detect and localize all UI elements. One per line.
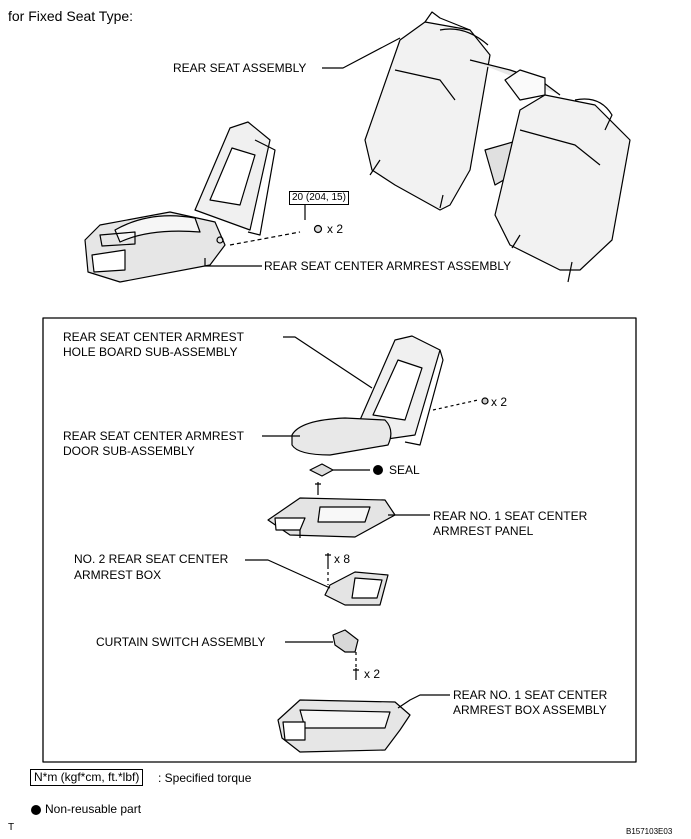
armrest-panel-drawing [267,497,396,538]
screw-mid-part [325,553,331,566]
hole-board-drawing [359,335,444,446]
label-no2-box-line2: ARMREST BOX [74,568,162,582]
legend-torque-desc: : Specified torque [158,771,252,785]
leader-armrest-assembly [204,258,262,267]
label-qty-screw-low: x 2 [364,667,381,681]
figure-code: B157103E03 [626,827,673,836]
label-rear-seat-assembly: REAR SEAT ASSEMBLY [173,61,307,75]
nut-part [313,224,323,234]
curtain-switch-drawing [332,629,359,653]
label-box-assembly-line2: ARMREST BOX ASSEMBLY [453,703,607,717]
label-panel-line1: REAR NO. 1 SEAT CENTER [433,509,588,523]
seal-nonreusable-mark [373,465,383,475]
door-drawing [291,417,392,456]
legend-torque-unit-box: N*m (kgf*cm, ft.*lbf) [30,769,144,786]
screw-panel-part [315,482,321,492]
detail-frame [42,317,637,763]
label-door-line2: DOOR SUB-ASSEMBLY [63,444,195,458]
label-door-line1: REAR SEAT CENTER ARMREST [63,429,244,443]
leader-no2-box [245,559,331,589]
armrest-assembly-drawing [84,121,276,283]
no2-box-drawing [324,571,389,606]
torque-value-box: 20 (204, 15) [289,191,349,205]
corner-mark: T [8,822,15,833]
label-box-assembly-line1: REAR NO. 1 SEAT CENTER [453,688,608,702]
legend-nonreusable-dot [31,805,41,815]
armrest-box-assembly-drawing [277,699,411,753]
screw-low-part [353,668,359,680]
legend-nonreusable: Non-reusable part [45,802,142,816]
rear-seat-assembly-drawing [364,11,631,283]
label-seal: SEAL [389,463,420,477]
figure-title: for Fixed Seat Type: [8,8,134,24]
leader-rear-seat [322,37,401,69]
leader-hole-board [283,336,373,389]
screw-top-part [481,397,489,405]
leader-box-assembly [397,694,450,709]
label-hole-board-line1: REAR SEAT CENTER ARMREST [63,330,244,344]
leader-nut-dashed [229,231,301,246]
label-rear-seat-center-armrest-assembly: REAR SEAT CENTER ARMREST ASSEMBLY [264,259,512,273]
label-curtain-switch: CURTAIN SWITCH ASSEMBLY [96,635,266,649]
label-no2-box-line1: NO. 2 REAR SEAT CENTER [74,552,229,566]
label-panel-line2: ARMREST PANEL [433,524,534,538]
label-qty-nut: x 2 [327,222,344,236]
label-hole-board-line2: HOLE BOARD SUB-ASSEMBLY [63,345,238,359]
leader-screw-top [432,399,479,411]
seal-part [309,463,334,477]
label-qty-screw-mid: x 8 [334,552,351,566]
label-qty-screw-top: x 2 [491,395,508,409]
